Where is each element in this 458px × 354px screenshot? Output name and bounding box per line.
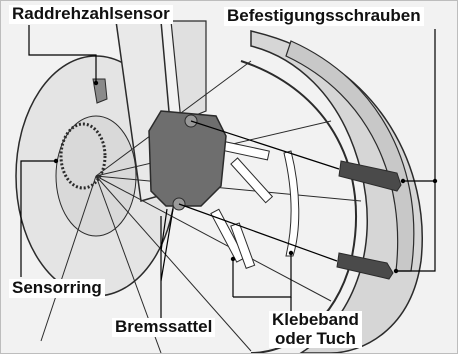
label-wheel-speed-sensor: Raddrehzahlsensor [9, 5, 173, 24]
label-tape-line1: Klebeband [272, 311, 359, 330]
label-brake-caliper: Bremssattel [112, 318, 215, 337]
label-tape-or-cloth: Klebeband oder Tuch [269, 311, 362, 348]
label-mounting-bolts: Befestigungsschrauben [224, 7, 424, 26]
label-sensor-ring: Sensorring [9, 279, 105, 298]
label-tape-line2: oder Tuch [272, 330, 359, 349]
fork-tube [171, 21, 206, 121]
